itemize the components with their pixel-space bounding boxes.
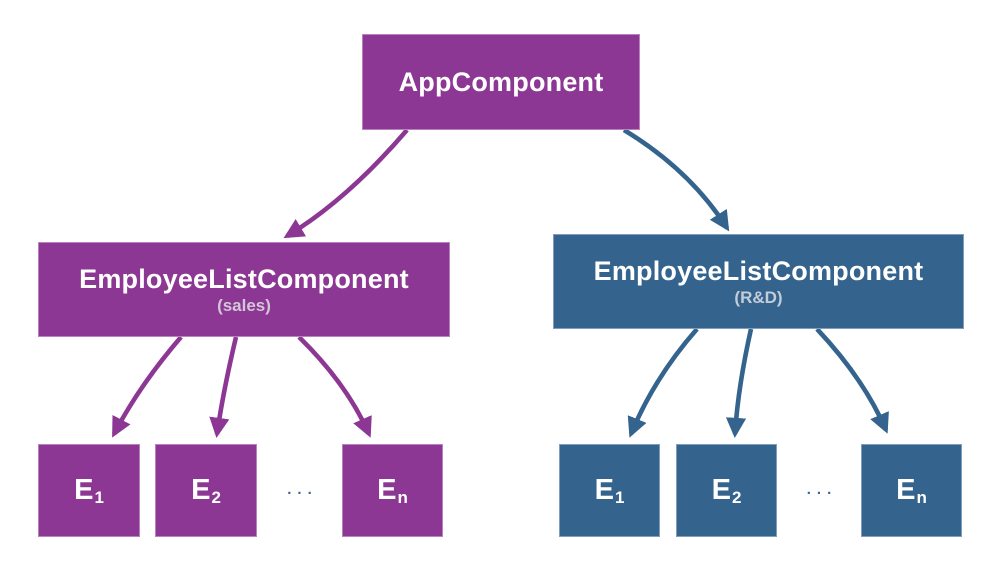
node-sales-e1-label: E1: [74, 474, 104, 508]
node-rnd-e1-label: E1: [595, 474, 625, 508]
e-base: E: [191, 473, 211, 506]
node-rnd-e1: E1: [559, 444, 660, 537]
edge-app-to-rnd-list: [622, 128, 730, 232]
node-sales-en: En: [342, 444, 443, 537]
e-base: E: [594, 473, 614, 506]
e-subscript: 1: [614, 487, 625, 507]
e-base: E: [74, 473, 94, 506]
node-sales-en-label: En: [377, 474, 408, 508]
node-app-component-label: AppComponent: [398, 66, 604, 97]
e-subscript: 1: [94, 487, 104, 507]
node-employee-list-rnd-label: EmployeeListComponent: [593, 256, 924, 286]
node-rnd-e2: E2: [676, 444, 777, 537]
edge-rnd-to-e2: [725, 328, 754, 439]
node-rnd-en-label: En: [896, 474, 927, 508]
node-employee-list-sales: EmployeeListComponent (sales): [38, 242, 450, 337]
e-subscript: 2: [211, 487, 221, 507]
node-rnd-en: En: [861, 444, 962, 537]
edge-sales-to-e2: [209, 336, 239, 439]
e-base: E: [377, 473, 397, 506]
edge-sales-to-en: [297, 335, 372, 438]
node-sales-e2: E2: [155, 444, 257, 537]
node-app-component: AppComponent: [362, 34, 640, 130]
edge-rnd-to-en: [815, 327, 889, 434]
e-base: E: [711, 473, 731, 506]
node-employee-list-sales-label: EmployeeListComponent: [79, 264, 409, 294]
node-sales-e1: E1: [38, 444, 140, 537]
node-sales-e2-label: E2: [191, 474, 221, 508]
rnd-ellipsis: ...: [806, 480, 838, 498]
node-employee-list-sales-subtitle: (sales): [217, 296, 271, 315]
sales-ellipsis: ...: [287, 480, 318, 498]
edge-rnd-to-e1: [627, 327, 699, 438]
edge-app-to-sales-list: [283, 128, 409, 239]
edge-sales-to-e1: [111, 335, 183, 438]
e-subscript: n: [916, 487, 927, 507]
node-rnd-e2-label: E2: [712, 474, 742, 508]
e-subscript: n: [397, 487, 408, 507]
e-base: E: [896, 473, 916, 506]
e-subscript: 2: [731, 487, 742, 507]
node-employee-list-rnd: EmployeeListComponent (R&D): [553, 234, 964, 329]
node-employee-list-rnd-subtitle: (R&D): [734, 288, 783, 307]
